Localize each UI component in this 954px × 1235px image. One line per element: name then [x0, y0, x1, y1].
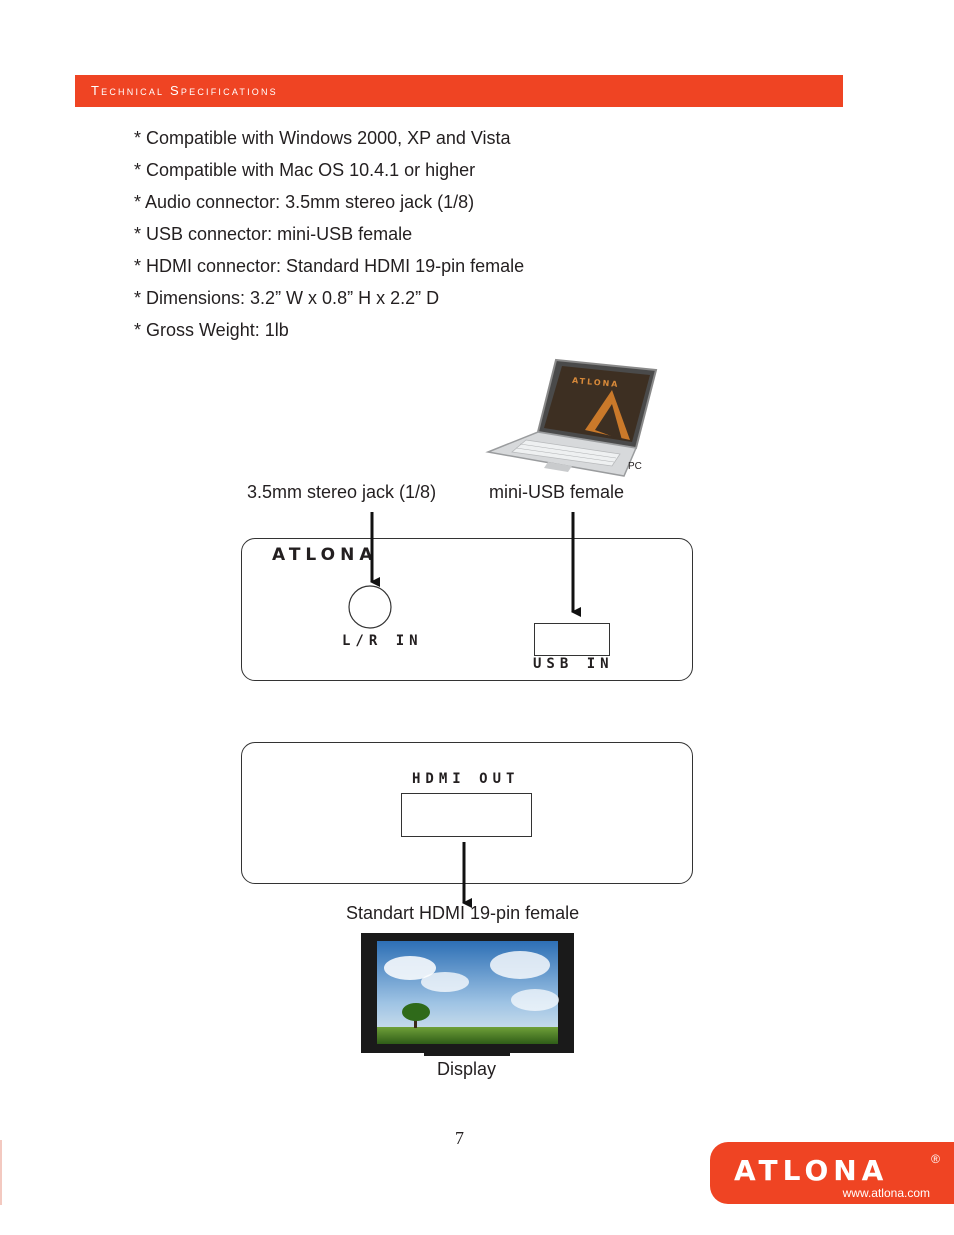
page-number: 7	[455, 1128, 464, 1148]
spec-item: * Compatible with Windows 2000, XP and V…	[134, 128, 511, 148]
usb-in-label: USB IN	[533, 656, 614, 672]
laptop-screen-logo: ATLONA	[571, 375, 620, 390]
hdmi-out-label: HDMI OUT	[412, 771, 520, 787]
footer-brand-badge: ATLONA ® www.atlona.com	[710, 1142, 954, 1204]
section-header-bar: Technical Specifications	[75, 75, 843, 107]
spec-item: * Compatible with Mac OS 10.4.1 or highe…	[134, 160, 476, 180]
usb-label: mini-USB female	[489, 482, 625, 502]
footer-logo: ATLONA	[734, 1154, 889, 1187]
spec-item: * Gross Weight: 1lb	[134, 320, 289, 340]
hdmi-port	[401, 793, 532, 837]
audio-jack-label: 3.5mm stereo jack (1/8)	[247, 482, 437, 502]
section-title: Technical Specifications	[91, 83, 278, 98]
spec-item: * Dimensions: 3.2” W x 0.8” H x 2.2” D	[134, 288, 440, 308]
device-brand-logo: ATLONA	[272, 545, 378, 565]
device-back-panel: HDMI OUT	[241, 742, 693, 884]
lr-in-label: L/R IN	[342, 633, 423, 649]
device-front-panel: ATLONA L/R IN USB IN	[241, 538, 693, 681]
display-label: Display	[437, 1059, 497, 1079]
footer-url[interactable]: www.atlona.com	[842, 1186, 930, 1200]
usb-port	[534, 623, 610, 656]
spec-list: * Compatible with Windows 2000, XP and V…	[134, 126, 524, 350]
edge-mark	[0, 1140, 2, 1205]
spec-item: * USB connector: mini-USB female	[134, 224, 413, 244]
pc-label: PC	[628, 461, 642, 472]
registered-mark: ®	[931, 1152, 940, 1166]
spec-item: * HDMI connector: Standard HDMI 19-pin f…	[134, 256, 525, 276]
spec-item: * Audio connector: 3.5mm stereo jack (1/…	[134, 192, 475, 212]
hdmi-cable-label: Standart HDMI 19-pin female	[346, 903, 580, 923]
